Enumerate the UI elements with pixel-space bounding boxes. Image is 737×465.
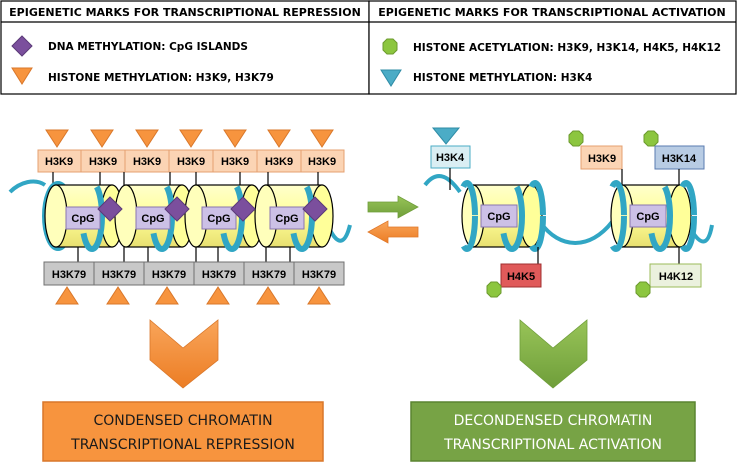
h3k9-label: H3K9: [89, 156, 117, 168]
h3k79-label: H3K79: [52, 269, 86, 281]
cpg-label: CpG: [487, 211, 510, 223]
h3k9-label: H3K9: [308, 156, 336, 168]
cpg-label: CpG: [141, 213, 164, 225]
h3k9-row: H3K9 H3K9 H3K9 H3K9 H3K9 H3K9 H3K9: [37, 149, 345, 173]
h3k9-label: H3K9: [221, 156, 249, 168]
orange-triangle-up-icon: [106, 286, 130, 305]
legend-histone-methylation-label: HISTONE METHYLATION: H3K9, H3K79: [48, 72, 274, 84]
legend-histone-methylation-h3k4-label: HISTONE METHYLATION: H3K4: [413, 72, 592, 84]
result-decondensed: DECONDENSED CHROMATIN TRANSCRIPTIONAL AC…: [410, 401, 696, 462]
h3k9-label: H3K9: [133, 156, 161, 168]
cpg-box: [480, 204, 518, 228]
green-octagon-icon: [643, 130, 659, 147]
decondensed-line1: DECONDENSED CHROMATIN: [454, 413, 653, 429]
blue-triangle-down-icon: [380, 69, 402, 87]
orange-triangle-up-icon: [256, 286, 280, 305]
green-octagon-icon: [382, 38, 398, 55]
h3k79-label: H3K79: [152, 269, 186, 281]
orange-triangle-down-icon: [90, 129, 114, 148]
h3k9-box: [580, 145, 623, 170]
dna-strand: [328, 224, 352, 243]
orange-triangle-up-icon: [55, 286, 79, 305]
h3k9-label: H3K9: [45, 156, 73, 168]
orange-triangle-up-icon: [155, 286, 179, 305]
h3k79-label: H3K79: [102, 269, 136, 281]
h3k79-label: H3K79: [202, 269, 236, 281]
h3k79-triangles: [55, 286, 331, 305]
legend-dna-methylation-label: DNA METHYLATION: CpG ISLANDS: [48, 41, 248, 53]
legend-histone-acetylation-label: HISTONE ACETYLATION: H3K9, H3K14, H4K5, …: [413, 42, 721, 54]
orange-triangle-down-icon: [267, 129, 291, 148]
equilibrium-arrows: [367, 195, 419, 244]
dna-strand: [8, 179, 47, 194]
legend-repression-title: EPIGENETIC MARKS FOR TRANSCRIPTIONAL REP…: [9, 6, 361, 19]
orange-triangle-up-icon: [206, 286, 230, 305]
cpg-label: CpG: [207, 213, 230, 225]
dna-strand: [538, 220, 614, 245]
green-octagon-icon: [568, 130, 584, 147]
legend-activation: EPIGENETIC MARKS FOR TRANSCRIPTIONAL ACT…: [368, 0, 737, 95]
condensed-chromatin: H3K9 H3K9 H3K9 H3K9 H3K9 H3K9 H3K9: [8, 129, 352, 305]
blue-triangle-down-icon: [431, 127, 461, 145]
orange-triangle-down-icon: [135, 129, 159, 148]
h3k4-label: H3K4: [436, 152, 465, 164]
orange-triangle-down-icon: [223, 129, 247, 148]
orange-triangle-down-icon: [179, 129, 203, 148]
h3k9-label: H3K9: [265, 156, 293, 168]
cpg-label: CpG: [71, 213, 94, 225]
chevron-down-icon: [149, 319, 219, 389]
arrow-left-icon: [367, 220, 419, 244]
orange-triangle-down-icon: [310, 129, 334, 148]
cpg-box: [629, 204, 667, 228]
green-octagon-icon: [635, 281, 651, 298]
h3k9-triangles: [45, 129, 334, 148]
purple-diamond-icon: [230, 196, 256, 222]
h3k79-label: H3K79: [252, 269, 286, 281]
legend-repression: EPIGENETIC MARKS FOR TRANSCRIPTIONAL REP…: [0, 0, 370, 95]
cpg-label: CpG: [275, 213, 298, 225]
orange-triangle-down-icon: [45, 129, 69, 148]
cpg-label: CpG: [636, 211, 659, 223]
cpg-boxes: CpG CpG CpG CpG: [65, 206, 305, 230]
h3k79-connectors: [77, 247, 291, 262]
h3k9-label: H3K9: [588, 153, 616, 165]
h4k12-box: [649, 263, 702, 288]
h3k14-label: H3K14: [662, 153, 697, 165]
h4k12-label: H4K12: [659, 271, 693, 283]
nucleosome: [605, 180, 697, 252]
dna-methylation-marks: [97, 196, 328, 222]
h4k5-label: H4K5: [507, 271, 535, 283]
decondensed-line2: TRANSCRIPTIONAL ACTIVATION: [443, 437, 662, 453]
h4k5-box: [500, 263, 542, 288]
h3k9-label: H3K9: [177, 156, 205, 168]
result-condensed: CONDENSED CHROMATIN TRANSCRIPTIONAL REPR…: [42, 401, 324, 462]
purple-diamond-icon: [11, 35, 33, 57]
h3k79-label: H3K79: [302, 269, 336, 281]
arrow-right-icon: [367, 195, 419, 219]
condensed-line1: CONDENSED CHROMATIN: [93, 413, 272, 429]
purple-diamond-icon: [302, 196, 328, 222]
dna-strand: [423, 174, 462, 194]
h3k79-row: H3K79 H3K79 H3K79 H3K79 H3K79 H3K79: [43, 261, 345, 286]
decondensed-chromatin: H3K4 CpG H4K5 H3K9 H3K14: [423, 127, 714, 298]
legend-activation-title: EPIGENETIC MARKS FOR TRANSCRIPTIONAL ACT…: [378, 6, 725, 19]
green-octagon-icon: [486, 281, 502, 298]
chevron-down-icon: [519, 319, 588, 389]
purple-diamond-icon: [97, 196, 123, 222]
orange-triangle-up-icon: [307, 286, 331, 305]
purple-diamond-icon: [164, 196, 190, 222]
condensed-line2: TRANSCRIPTIONAL REPRESSION: [70, 437, 295, 453]
orange-triangle-down-icon: [11, 67, 33, 85]
